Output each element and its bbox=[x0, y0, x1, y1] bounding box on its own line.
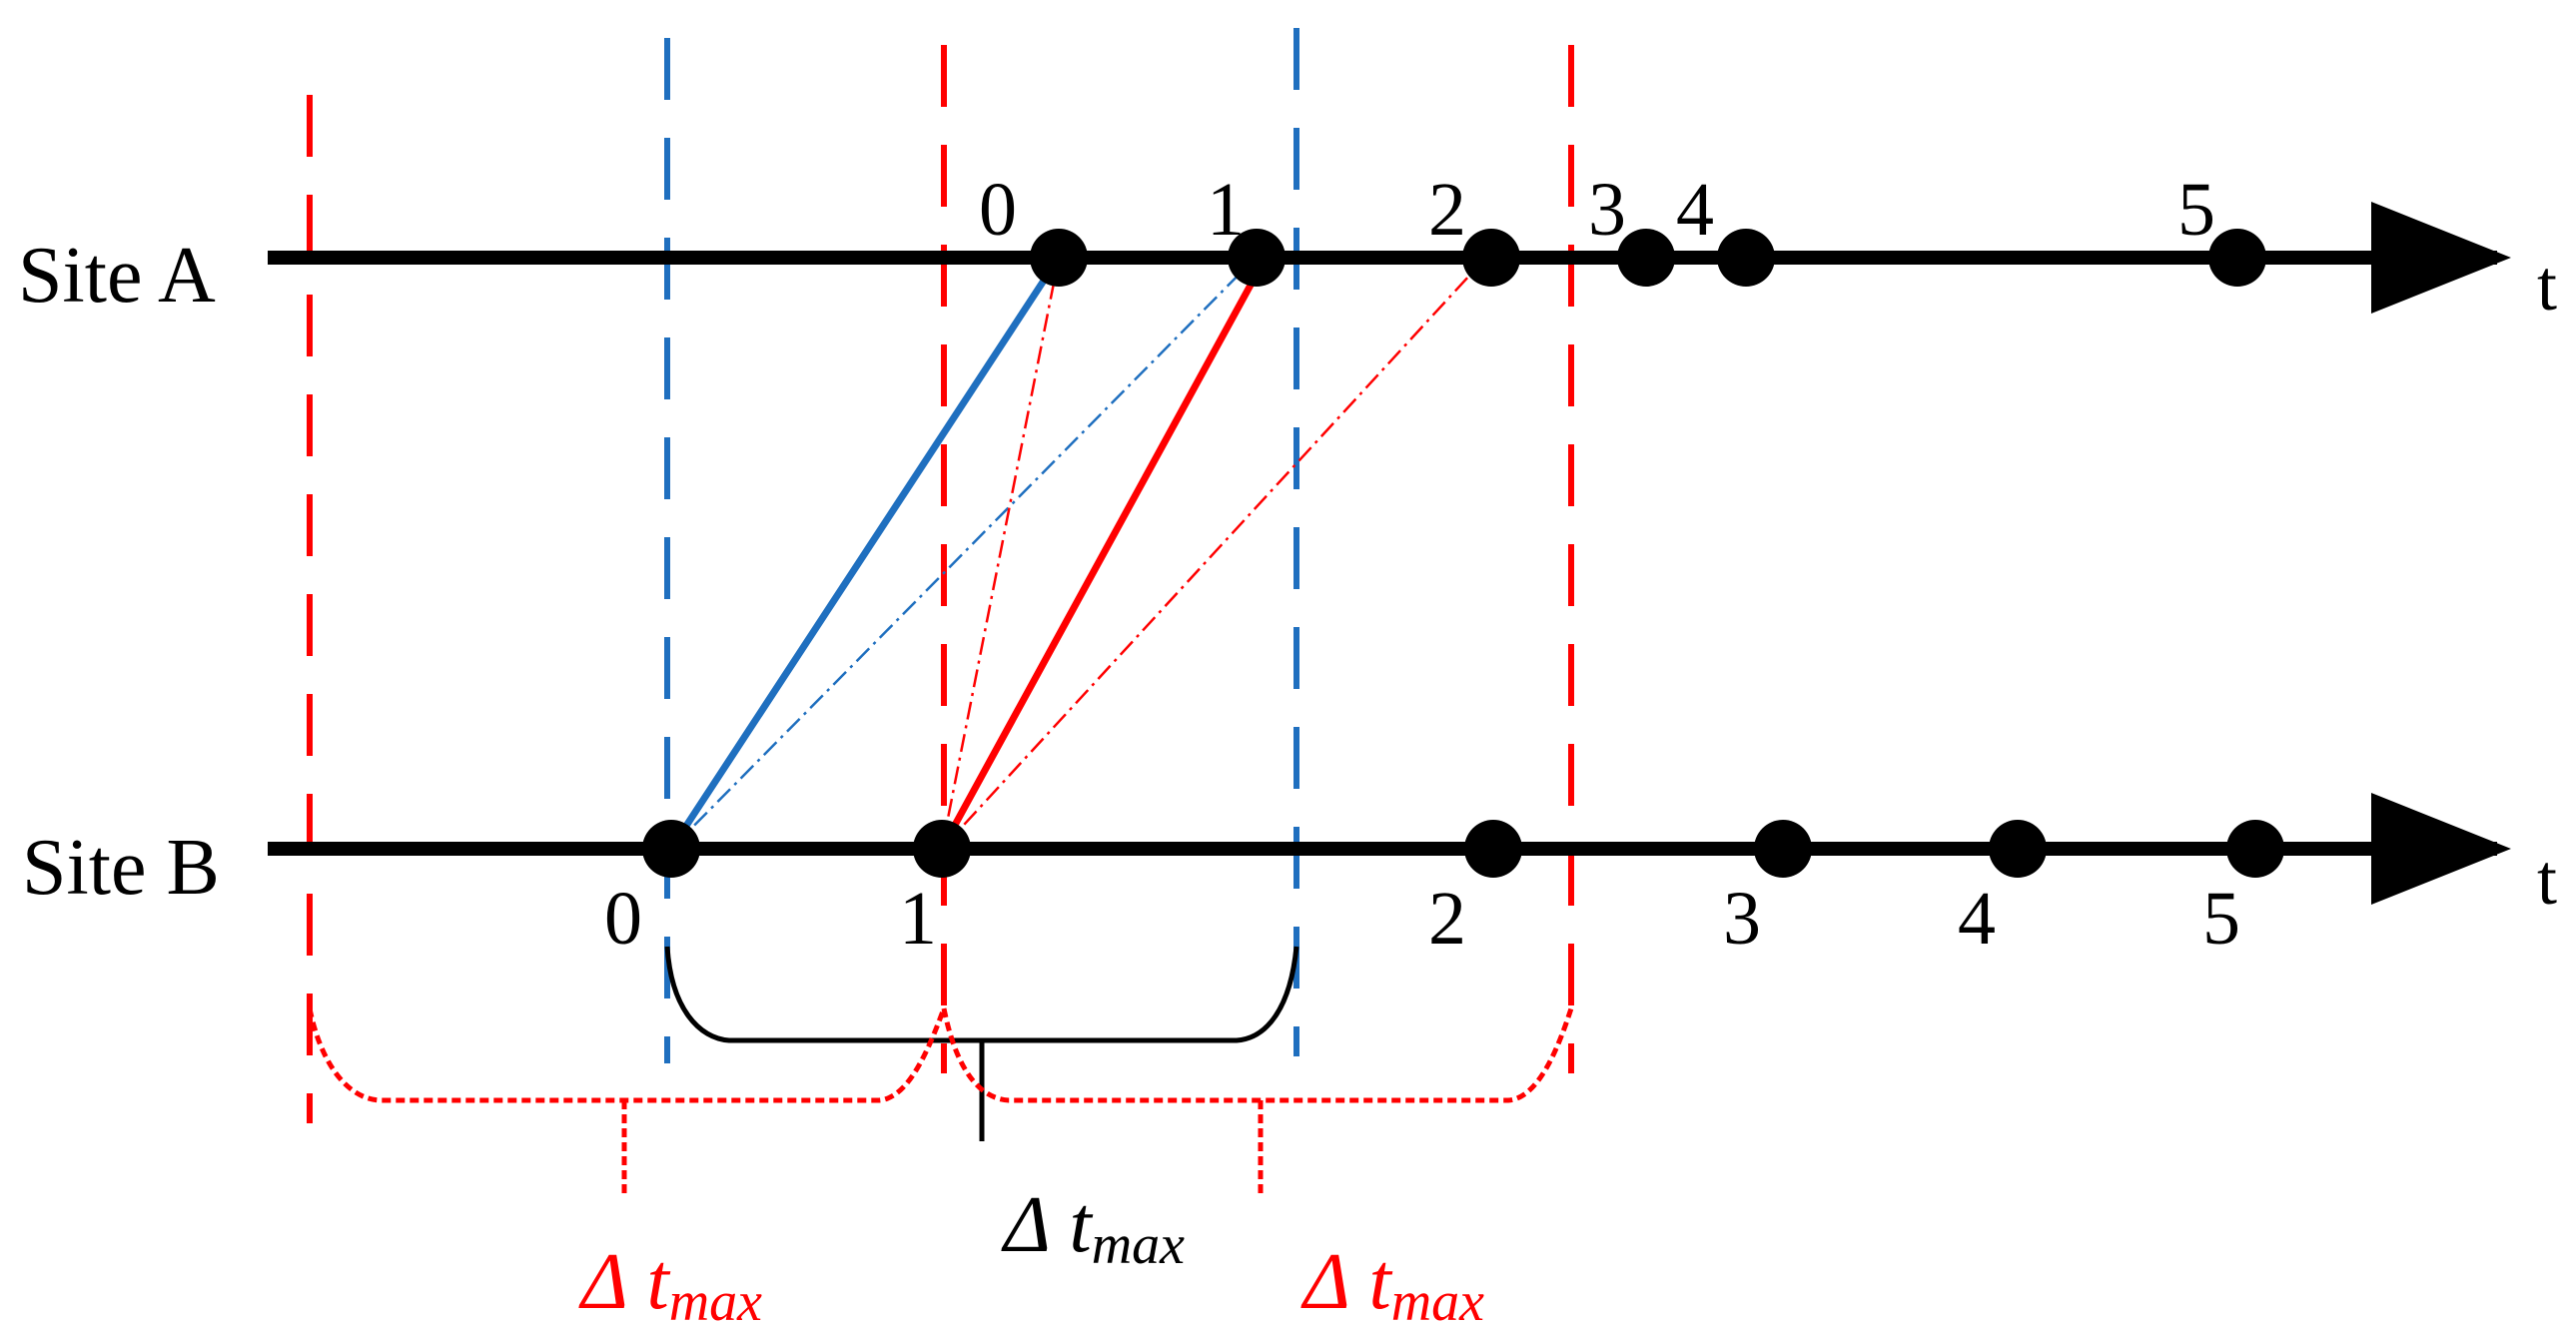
site-a-point-label-5: 5 bbox=[2177, 168, 2215, 252]
site-b-points: 0 1 2 3 4 5 bbox=[604, 820, 2284, 961]
red-window-braces bbox=[307, 1007, 1574, 1198]
link-b0-a0 bbox=[668, 256, 1062, 851]
site-a-row: Site A t bbox=[18, 202, 2557, 326]
site-a-point-3 bbox=[1617, 229, 1675, 287]
window-boundaries bbox=[307, 28, 1574, 1123]
site-b-point-2 bbox=[1464, 820, 1522, 878]
site-a-points: 0 1 2 3 4 5 bbox=[979, 168, 2266, 287]
site-a-point-label-0: 0 bbox=[979, 168, 1017, 252]
site-b-point-label-3: 3 bbox=[1723, 877, 1761, 961]
site-b-row: Site B t bbox=[22, 793, 2557, 920]
site-a-point-5 bbox=[2208, 229, 2266, 287]
site-b-point-label-2: 2 bbox=[1428, 877, 1466, 961]
black-window-brace bbox=[664, 946, 1299, 1141]
red-window-right-label: Δ tmax bbox=[1300, 1238, 1484, 1329]
site-b-point-4 bbox=[1989, 820, 2047, 878]
site-b-point-label-0: 0 bbox=[604, 877, 642, 961]
site-b-point-label-1: 1 bbox=[899, 877, 937, 961]
site-b-label: Site B bbox=[22, 824, 220, 912]
red-window-left-label: Δ tmax bbox=[578, 1238, 762, 1329]
link-b1-a2 bbox=[941, 249, 1494, 850]
link-b1-a0 bbox=[940, 257, 1061, 850]
site-b-point-0 bbox=[642, 820, 700, 878]
site-b-point-1 bbox=[913, 820, 971, 878]
site-a-point-1 bbox=[1228, 229, 1286, 287]
site-b-axis-label: t bbox=[2537, 840, 2557, 920]
site-a-point-0 bbox=[1030, 229, 1088, 287]
site-a-point-label-4: 4 bbox=[1676, 168, 1714, 252]
site-a-axis-label: t bbox=[2537, 246, 2557, 326]
site-a-label: Site A bbox=[18, 232, 216, 320]
site-b-point-label-5: 5 bbox=[2202, 877, 2240, 961]
black-window-label: Δ tmax bbox=[1001, 1181, 1185, 1276]
link-b1-a1 bbox=[938, 256, 1270, 851]
site-b-point-label-4: 4 bbox=[1958, 877, 1996, 961]
site-a-point-label-2: 2 bbox=[1428, 168, 1466, 252]
site-b-point-5 bbox=[2226, 820, 2284, 878]
site-a-point-2 bbox=[1462, 229, 1520, 287]
site-a-point-4 bbox=[1717, 229, 1775, 287]
site-a-point-label-1: 1 bbox=[1207, 168, 1245, 252]
link-b0-a1 bbox=[670, 254, 1260, 850]
site-b-point-3 bbox=[1754, 820, 1812, 878]
connections bbox=[668, 249, 1494, 851]
site-a-point-label-3: 3 bbox=[1588, 168, 1626, 252]
